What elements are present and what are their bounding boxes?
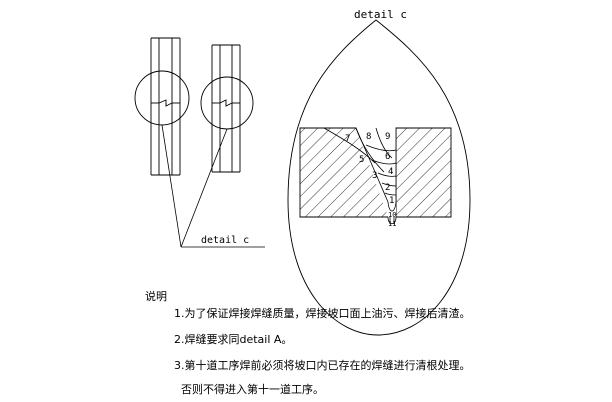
pipe-section-right [211,44,241,173]
note-item-4: 否则不得进入第十一道工序。 [181,383,324,396]
weld-pass-number: 10 [388,211,396,219]
detail-circle-left [134,70,190,126]
pipe-section-left [150,37,181,176]
note-item-2: 2.焊缝要求同detail A。 [174,333,293,346]
base-plate-right [395,127,452,218]
weld-pass-number: 6 [385,152,390,162]
detail-leader-lines [161,124,265,248]
note-item-3: 3.第十道工序焊前必须将坡口内已存在的焊缝进行清根处理。 [174,359,471,372]
note-item-1: 1.为了保证焊接焊缝质量，焊接坡口面上油污、焊接后清渣。 [174,307,471,320]
weld-pass-number: 3 [372,171,377,181]
weld-pass-number: 5 [359,155,364,165]
detail-label-left: detail c [201,235,249,246]
weld-pass-number: 1 [389,196,394,206]
detail-label-top: detail c [354,8,407,21]
weld-pass-number: 9 [385,132,390,142]
weld-pass-number: 2 [385,183,390,193]
weld-pass-number: 11 [388,220,396,228]
detail-circle-right [200,76,254,130]
weld-pass-number: 7 [345,134,350,144]
weld-pass-number: 4 [388,167,393,177]
weld-pass-boundaries [323,127,397,225]
weld-pass-number: 8 [366,132,371,142]
detail-magnified-outline [287,19,471,336]
notes-heading: 说明 [145,290,167,303]
